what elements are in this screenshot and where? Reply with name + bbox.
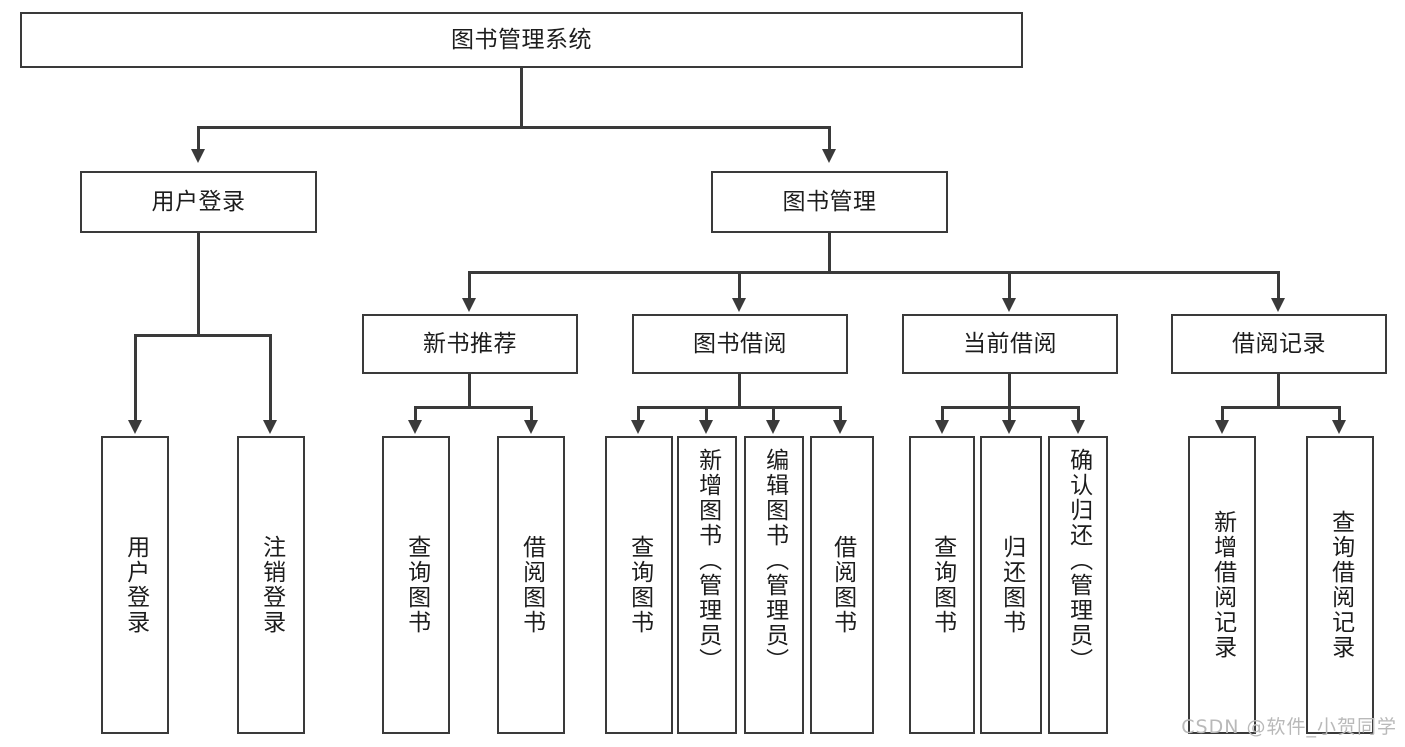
connector-new-book-recommend-drop-1 (414, 406, 417, 420)
leaf-query-book-3-label: 查询图书 (929, 535, 956, 635)
leaf-query-book-1-label: 查询图书 (403, 535, 430, 635)
arrow-user-login-to-leaf-2 (263, 420, 277, 434)
node-borrow-record[interactable]: 借阅记录 (1171, 314, 1387, 374)
connector-book-manage-bus (468, 271, 1280, 274)
leaf-query-borrow-record[interactable]: 查询借阅记录 (1306, 436, 1374, 734)
leaf-add-book-admin[interactable]: 新增图书（管理员） (677, 436, 737, 734)
watermark: CSDN @软件_小贺同学 (1181, 716, 1397, 738)
node-user-login-label: 用户登录 (151, 188, 246, 215)
arrow-new-book-recommend-to-leaf-1 (408, 420, 422, 434)
connector-book-manage-drop-1 (468, 271, 471, 298)
node-current-borrow[interactable]: 当前借阅 (902, 314, 1118, 374)
arrow-book-manage-to-borrow-record (1271, 298, 1285, 312)
node-borrow-record-label: 借阅记录 (1232, 330, 1326, 357)
leaf-query-borrow-record-label: 查询借阅记录 (1327, 510, 1354, 660)
connector-user-login-drop-2 (269, 334, 272, 420)
node-user-login[interactable]: 用户登录 (80, 171, 317, 233)
node-book-manage-label: 图书管理 (782, 188, 877, 215)
connector-book-manage-stem (828, 233, 831, 271)
arrow-book-borrow-to-leaf-3 (766, 420, 780, 434)
connector-book-manage-drop-2 (738, 271, 741, 298)
connector-new-book-recommend-bus (414, 406, 533, 409)
node-root[interactable]: 图书管理系统 (20, 12, 1023, 68)
leaf-logout-login-label: 注销登录 (258, 535, 285, 635)
connector-book-borrow-stem (738, 374, 741, 406)
leaf-query-book-2-label: 查询图书 (626, 535, 653, 635)
connector-user-login-bus (134, 334, 272, 337)
leaf-query-book-3[interactable]: 查询图书 (909, 436, 975, 734)
connector-current-borrow-stem (1008, 374, 1011, 406)
connector-root-to-user-login (197, 126, 200, 149)
connector-new-book-recommend-stem (468, 374, 471, 406)
arrow-book-manage-to-new-book-recommend (462, 298, 476, 312)
leaf-query-book-1[interactable]: 查询图书 (382, 436, 450, 734)
connector-user-login-drop-1 (134, 334, 137, 420)
leaf-add-book-admin-label: 新增图书（管理员） (694, 448, 721, 673)
connector-book-borrow-drop-4 (839, 406, 842, 420)
connector-book-borrow-drop-3 (772, 406, 775, 420)
leaf-user-login[interactable]: 用户登录 (101, 436, 169, 734)
connector-new-book-recommend-drop-2 (530, 406, 533, 420)
leaf-logout-login[interactable]: 注销登录 (237, 436, 305, 734)
node-new-book-recommend[interactable]: 新书推荐 (362, 314, 578, 374)
arrow-current-borrow-to-leaf-2 (1002, 420, 1016, 434)
leaf-user-login-label: 用户登录 (122, 535, 149, 635)
arrow-current-borrow-to-leaf-1 (935, 420, 949, 434)
leaf-borrow-book-1[interactable]: 借阅图书 (497, 436, 565, 734)
arrow-borrow-record-to-leaf-2 (1332, 420, 1346, 434)
connector-root-to-book-manage (828, 126, 831, 149)
connector-borrow-record-bus (1221, 406, 1341, 409)
node-book-borrow-label: 图书借阅 (693, 330, 787, 357)
arrow-new-book-recommend-to-leaf-2 (524, 420, 538, 434)
arrow-book-manage-to-book-borrow (732, 298, 746, 312)
leaf-return-book[interactable]: 归还图书 (980, 436, 1042, 734)
node-root-label: 图书管理系统 (451, 26, 592, 53)
arrow-root-to-book-manage (822, 149, 836, 163)
connector-book-borrow-drop-2 (705, 406, 708, 420)
arrow-root-to-user-login (191, 149, 205, 163)
leaf-borrow-book-2-label: 借阅图书 (829, 535, 856, 635)
arrow-user-login-to-leaf-1 (128, 420, 142, 434)
connector-book-manage-drop-4 (1277, 271, 1280, 298)
arrow-current-borrow-to-leaf-3 (1071, 420, 1085, 434)
leaf-borrow-book-2[interactable]: 借阅图书 (810, 436, 874, 734)
leaf-edit-book-admin-label: 编辑图书（管理员） (761, 448, 788, 673)
connector-root-bus (197, 126, 831, 129)
leaf-add-borrow-record[interactable]: 新增借阅记录 (1188, 436, 1256, 734)
leaf-edit-book-admin[interactable]: 编辑图书（管理员） (744, 436, 804, 734)
leaf-confirm-return-admin-label: 确认归还（管理员） (1065, 448, 1092, 673)
node-book-borrow[interactable]: 图书借阅 (632, 314, 848, 374)
connector-book-borrow-bus (637, 406, 842, 409)
arrow-book-borrow-to-leaf-4 (833, 420, 847, 434)
leaf-query-book-2[interactable]: 查询图书 (605, 436, 673, 734)
connector-current-borrow-drop-1 (941, 406, 944, 420)
leaf-confirm-return-admin[interactable]: 确认归还（管理员） (1048, 436, 1108, 734)
leaf-return-book-label: 归还图书 (998, 535, 1025, 635)
arrow-book-borrow-to-leaf-1 (631, 420, 645, 434)
connector-borrow-record-drop-1 (1221, 406, 1224, 420)
node-book-manage[interactable]: 图书管理 (711, 171, 948, 233)
connector-current-borrow-drop-3 (1077, 406, 1080, 420)
arrow-book-borrow-to-leaf-2 (699, 420, 713, 434)
connector-book-borrow-drop-1 (637, 406, 640, 420)
connector-current-borrow-drop-2 (1008, 406, 1011, 420)
connector-user-login-stem (197, 233, 200, 334)
node-current-borrow-label: 当前借阅 (963, 330, 1057, 357)
connector-book-manage-drop-3 (1008, 271, 1011, 298)
node-new-book-recommend-label: 新书推荐 (423, 330, 517, 357)
leaf-add-borrow-record-label: 新增借阅记录 (1209, 510, 1236, 660)
leaf-borrow-book-1-label: 借阅图书 (518, 535, 545, 635)
connector-root-stem (520, 68, 523, 126)
arrow-book-manage-to-current-borrow (1002, 298, 1016, 312)
arrow-borrow-record-to-leaf-1 (1215, 420, 1229, 434)
connector-borrow-record-drop-2 (1338, 406, 1341, 420)
connector-borrow-record-stem (1277, 374, 1280, 406)
